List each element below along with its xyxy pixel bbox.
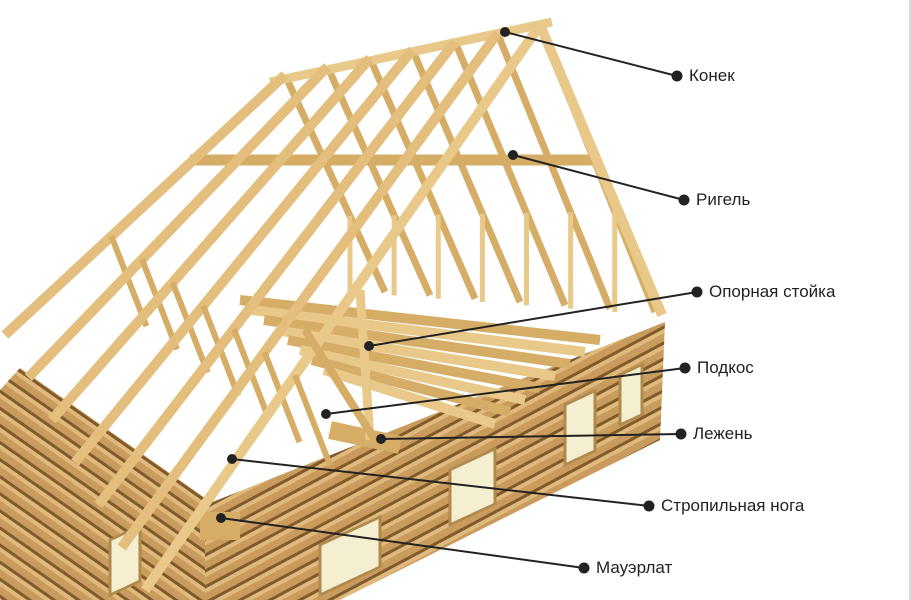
floor-joist — [310, 355, 512, 417]
leader-line — [231, 458, 650, 507]
leader-line — [380, 433, 682, 440]
rafter-leg — [140, 22, 545, 593]
rafter-leg — [117, 30, 502, 551]
back-rafter — [366, 56, 479, 301]
strut — [292, 374, 333, 467]
side-log-wall — [0, 368, 215, 600]
leader-line — [325, 367, 686, 415]
label-dot — [643, 500, 655, 512]
anchor-dot — [500, 27, 510, 37]
anchor-dot — [227, 454, 237, 464]
leader-line — [220, 517, 585, 569]
label-dot — [691, 286, 703, 298]
anchor-dot — [364, 341, 374, 351]
window — [563, 388, 597, 468]
strut — [108, 235, 150, 328]
label-dot — [678, 194, 690, 206]
label-lezhen: Лежень — [693, 424, 753, 443]
label-stropilnaya-noga: Стропильная нога — [661, 496, 805, 515]
window — [618, 362, 644, 428]
back-rafter — [324, 65, 434, 297]
window — [108, 523, 142, 598]
label-dot — [671, 70, 683, 82]
log-walls — [0, 322, 665, 600]
anchor-dot — [216, 513, 226, 523]
back-rafter — [281, 73, 389, 294]
anchor-dot — [508, 150, 518, 160]
back-rafter — [451, 40, 569, 307]
back-rafter — [494, 32, 614, 310]
gable-rafter — [535, 23, 667, 317]
floor-joist — [298, 345, 527, 405]
end-log-wall — [205, 322, 665, 600]
rafter-leg — [47, 55, 374, 424]
label-dot — [679, 362, 691, 374]
leader-line — [368, 291, 698, 347]
label-opornaya-stoika: Опорная стойка — [709, 282, 836, 301]
leader-line — [504, 31, 678, 77]
support-post-front — [355, 289, 375, 441]
back-rafter — [409, 48, 524, 304]
label-podkos: Подкос — [697, 358, 754, 377]
rafter-leg — [71, 46, 417, 466]
floor-joist — [263, 315, 571, 369]
floor-joist — [251, 305, 586, 357]
label-dot — [675, 428, 687, 440]
brace — [301, 327, 379, 443]
label-rigel: Ригель — [696, 190, 751, 209]
floor-joist — [287, 335, 541, 393]
leader-line — [512, 154, 685, 201]
lezhen-beam — [328, 421, 402, 454]
label-mauerlat: Мауэрлат — [596, 558, 673, 577]
floor-joist — [322, 365, 497, 429]
window — [318, 514, 382, 598]
label-konek: Конек — [689, 66, 735, 85]
rafter-leg — [24, 63, 332, 381]
rafter-leg — [94, 38, 459, 509]
anchor-dot — [376, 434, 386, 444]
rafter-leg — [1, 71, 289, 339]
label-dot — [578, 562, 590, 574]
rafters — [1, 17, 667, 593]
callout-leaders — [216, 27, 703, 574]
anchor-dot — [321, 409, 331, 419]
